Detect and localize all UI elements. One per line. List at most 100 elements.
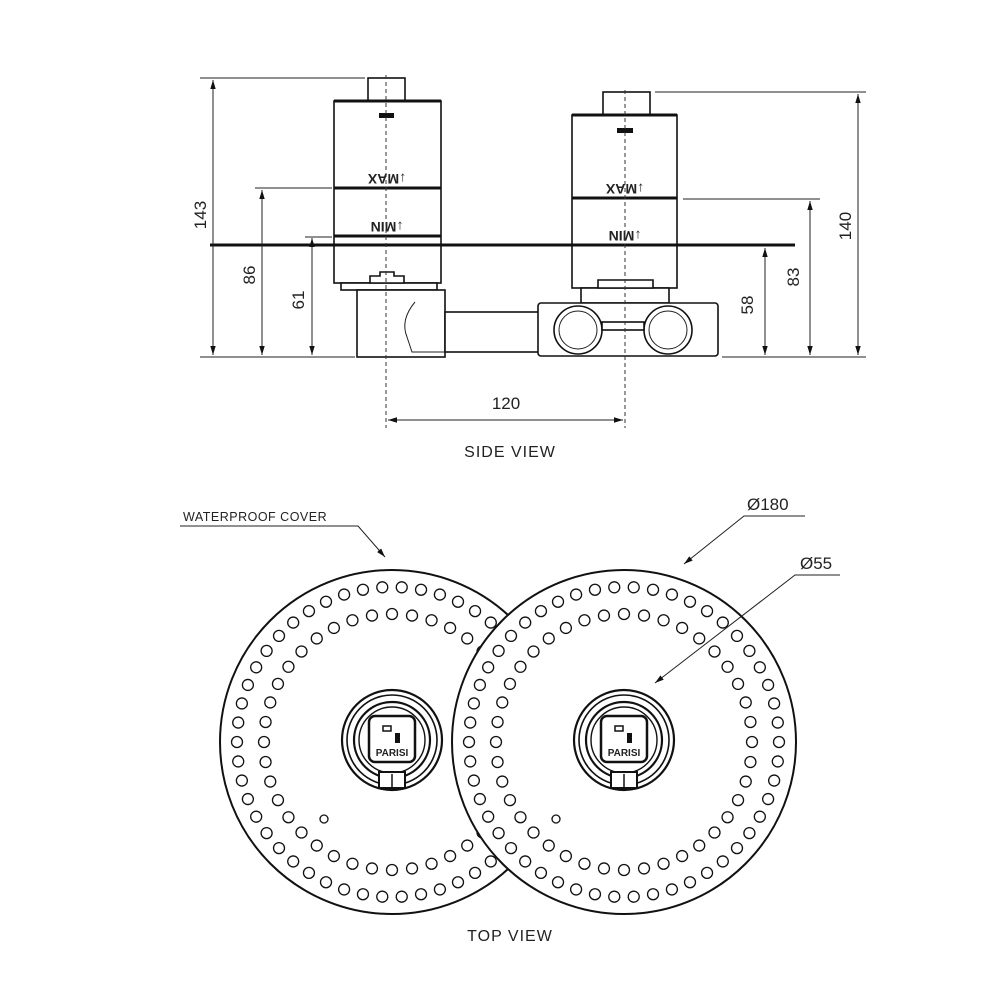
vent-hole [753, 661, 766, 674]
vent-hole [468, 604, 482, 618]
left-cartridge: ↓MAX ↓MIN [333, 77, 541, 358]
vent-hole [721, 660, 734, 673]
dim-83: 83 [784, 268, 803, 287]
vent-hole [327, 849, 341, 863]
vent-hole [665, 883, 679, 896]
vent-hole [282, 811, 295, 824]
vent-hole [708, 826, 721, 839]
min-marking-right: ↓MIN [609, 228, 642, 244]
vent-hole [608, 581, 621, 594]
vent-hole [753, 810, 766, 823]
vent-hole [271, 793, 285, 807]
side-view: ↓MAX ↓MIN ↓MAX ↓MIN [191, 75, 866, 461]
vent-hole [527, 826, 540, 839]
vent-hole [482, 810, 495, 823]
vent-hole [287, 855, 300, 868]
dim-143: 143 [191, 201, 210, 229]
vent-hole [451, 595, 465, 608]
vent-hole [771, 755, 784, 768]
vent-hole [356, 888, 370, 901]
vent-hole [461, 839, 474, 852]
vent-hole [534, 866, 548, 880]
vent-hole [551, 595, 565, 608]
vent-hole [627, 890, 640, 903]
vent-hole [271, 677, 285, 691]
vent-hole [461, 632, 474, 645]
brand-logo: PARISI [608, 748, 641, 759]
brand-logo: PARISI [376, 748, 409, 759]
cover-disc-right: PARISI [451, 569, 797, 915]
vent-hole [230, 735, 244, 749]
vent-hole [250, 810, 263, 823]
dimensions-right: 58 83 140 [655, 91, 866, 358]
dim-61: 61 [289, 291, 308, 310]
waterproof-cover-label: WATERPROOF COVER [183, 510, 327, 524]
vent-hole [433, 883, 447, 896]
vent-hole [462, 735, 476, 749]
vent-hole [491, 755, 504, 769]
vent-hole [730, 841, 744, 855]
vent-hole [646, 888, 660, 901]
cartridge-top-left: PARISI [340, 688, 444, 792]
vent-hole [468, 866, 482, 880]
dim-58: 58 [738, 296, 757, 315]
vent-hole [637, 609, 651, 622]
vent-hole [744, 715, 757, 729]
top-view-title: TOP VIEW [467, 928, 553, 945]
vent-hole [376, 890, 389, 903]
inner-diameter-label: Ø55 [800, 554, 832, 573]
vent-hole [569, 588, 583, 601]
vent-hole [376, 581, 389, 594]
vent-hole [492, 826, 505, 840]
cartridge-top-right: PARISI [572, 688, 676, 792]
vent-hole [743, 826, 756, 840]
vent-hole [241, 792, 255, 806]
vent-hole [414, 583, 428, 596]
vent-hole [302, 866, 316, 880]
vent-hole [504, 841, 518, 855]
top-view: PARISI PARISI WATERPROOF COVER Ø180 Ø55 T… [180, 495, 840, 945]
vent-hole [395, 581, 408, 594]
vent-hole [365, 609, 379, 622]
vent-hole [503, 677, 517, 691]
vent-hole [693, 632, 706, 645]
max-marking-left: ↓MAX [367, 171, 406, 187]
vent-hole [425, 614, 438, 627]
vent-hole [235, 697, 249, 710]
vent-hole [588, 583, 602, 596]
vent-hole [467, 697, 481, 710]
vent-hole [319, 876, 333, 889]
outer-diameter-label: Ø180 [747, 495, 789, 514]
vent-hole [310, 632, 323, 645]
vent-hole [310, 839, 323, 852]
vent-hole [578, 857, 591, 870]
vent-hole [496, 696, 509, 709]
vent-hole [617, 863, 631, 877]
vent-hole [617, 607, 631, 621]
vent-hole [302, 604, 316, 618]
vent-hole [272, 629, 286, 643]
vent-hole [264, 775, 277, 788]
vent-hole [272, 841, 286, 855]
vent-hole [282, 660, 295, 673]
vent-hole [482, 661, 495, 674]
vent-hole [327, 621, 341, 635]
vent-hole [484, 855, 497, 868]
vent-hole [730, 629, 744, 643]
vent-hole [365, 862, 379, 875]
vent-hole [405, 862, 419, 875]
vent-hole [232, 755, 245, 768]
vent-hole [597, 862, 611, 875]
vent-hole [731, 793, 745, 807]
vent-hole [287, 616, 300, 629]
vent-hole [235, 774, 249, 787]
vent-hole [346, 857, 359, 870]
vent-hole [551, 876, 565, 889]
vent-hole [514, 660, 527, 673]
vent-hole [559, 849, 573, 863]
dimensions-left: 143 86 61 [191, 77, 365, 358]
dim-120: 120 [492, 394, 520, 413]
vent-hole [264, 696, 277, 709]
vent-hole [627, 581, 640, 594]
